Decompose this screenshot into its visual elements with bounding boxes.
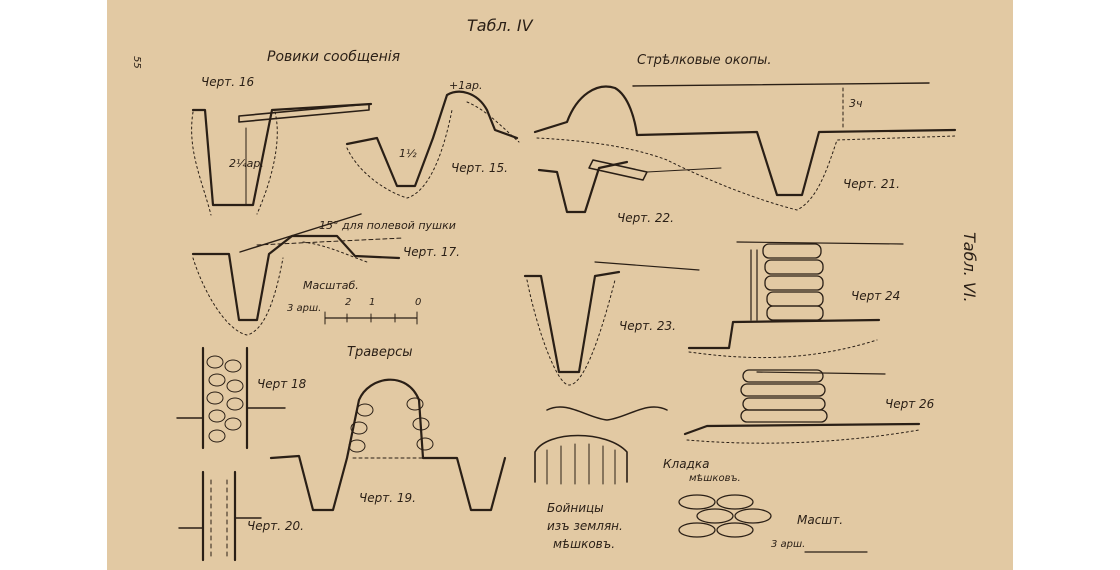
fig22-label: Черт. 22. — [617, 211, 674, 225]
scale-tick-1: 1 — [369, 297, 376, 308]
scale2-unit: 3 арш. — [771, 539, 806, 550]
fig17-label: Черт. 17. — [403, 245, 460, 259]
plus-1ar-annotation: +1ар. — [449, 79, 483, 92]
fig15-trench-profile — [345, 90, 519, 188]
fig21-label: Черт. 21. — [843, 177, 900, 191]
fig15-hatch — [346, 101, 520, 199]
fig21-trench-profile — [533, 85, 957, 197]
fig17-guide — [256, 237, 404, 246]
loopholes-line-1: Бойницы — [547, 501, 604, 515]
fig24-sandbags — [762, 243, 824, 321]
scale2-label: Масшт. — [797, 513, 844, 527]
fig23-trench-profile — [523, 270, 621, 374]
fig24-label: Черт 24 — [851, 289, 901, 303]
laying-line-1: Кладка — [663, 457, 710, 471]
fig21-fire-line — [632, 82, 930, 87]
fig18-wall — [201, 346, 249, 450]
loopholes-line-2: изъ землян. — [547, 519, 623, 533]
scale-label: Масштаб. — [303, 279, 359, 292]
laying-sandbags — [678, 494, 772, 538]
fig26-label: Черт 26 — [885, 397, 935, 411]
scale-tick-2: 2 — [345, 297, 352, 308]
fig24-ground — [687, 318, 881, 350]
fig17-trench-profile — [191, 234, 401, 322]
fig18-ground — [176, 407, 286, 419]
fig20-filling — [210, 479, 228, 557]
fig24-revetment — [750, 249, 758, 321]
scale-unit: 3 арш. — [287, 303, 322, 314]
fig26-ground — [683, 422, 921, 436]
fig16-trench-profile — [191, 102, 373, 207]
fig18-label: Черт 18 — [257, 377, 307, 391]
one-half-annotation: 1½ — [399, 147, 417, 160]
fig24-hatch — [688, 339, 878, 359]
fig22-board — [588, 159, 648, 181]
fig26-hatch — [686, 429, 920, 444]
gun-angle-annotation: 15° для полевой пушки — [319, 219, 456, 232]
three-q-annotation: 3ч — [849, 97, 863, 110]
fig23-fire-line — [594, 261, 700, 271]
fig19-label: Черт. 19. — [359, 491, 416, 505]
scale-ticks — [324, 311, 418, 325]
fig16-board — [238, 103, 370, 123]
scale-tick-0: 0 — [415, 297, 422, 308]
loophole-bags — [546, 443, 616, 485]
fig16-hatch — [191, 111, 278, 216]
fig16-label: Черт. 16 — [201, 75, 255, 89]
fig17-hatch — [192, 241, 368, 336]
fig18-filling — [206, 355, 244, 443]
heading-traverses: Траверсы — [347, 345, 413, 360]
fig23-hatch — [526, 279, 616, 386]
fig21-hatch — [536, 135, 956, 211]
fig20-label: Черт. 20. — [247, 519, 304, 533]
depth-annotation: 2¼ар. — [229, 157, 264, 170]
heading-rifle-trenches: Стрѣлковые окопы. — [637, 53, 772, 68]
fig20-wall — [201, 470, 237, 562]
fig17-fire-line — [239, 213, 362, 253]
fig22-fire-line — [646, 167, 722, 173]
fig20-ground — [178, 517, 262, 529]
fig22-trench-profile — [537, 160, 629, 214]
fig26-sandbags — [740, 369, 828, 423]
loophole-sketch — [546, 406, 668, 421]
page-number: 55 — [131, 56, 142, 69]
heading-communication-trenches: Ровики сообщенiя — [267, 49, 401, 65]
side-title: Табл. VI. — [960, 232, 979, 303]
fig19-stones — [348, 397, 434, 453]
fig26-fire-line — [756, 371, 886, 375]
loopholes-line-3: мѣшковъ. — [553, 537, 616, 551]
fig15-label: Черт. 15. — [451, 161, 508, 175]
fig23-label: Черт. 23. — [619, 319, 676, 333]
loophole-arch — [534, 434, 628, 483]
trench-drawings — [176, 82, 957, 562]
fig24-fire-line — [736, 241, 904, 245]
scanned-page: 55 Табл. IV Табл. VI. Ровики сообщенiя С… — [107, 0, 1013, 570]
laying-line-2: мѣшковъ. — [689, 473, 741, 484]
table-title: Табл. IV — [467, 16, 533, 35]
fig19-profile — [269, 378, 507, 512]
